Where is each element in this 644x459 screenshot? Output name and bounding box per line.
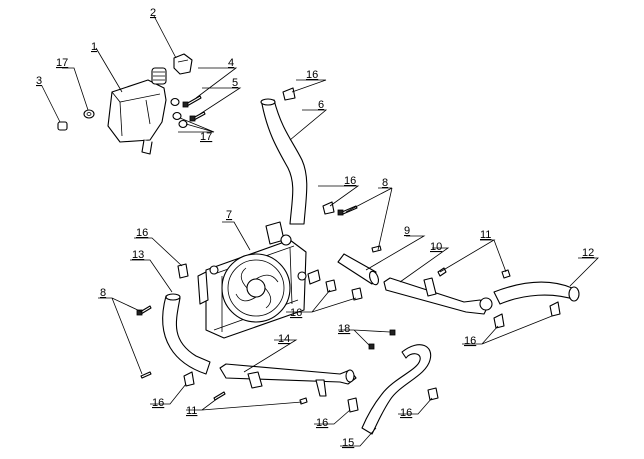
coolant-reservoir-part <box>107 67 167 155</box>
callout-14: 14 <box>278 333 290 345</box>
callout-8-lower: 8 <box>100 287 106 299</box>
callout-18: 18 <box>338 323 350 335</box>
callout-17-b: 17 <box>200 131 212 143</box>
callout-16-a: 16 <box>306 69 318 81</box>
short-hose-part-9 <box>337 253 380 286</box>
plug-part-3 <box>57 121 68 131</box>
callout-2: 2 <box>150 7 156 19</box>
hose-clamp-part-16 <box>177 87 561 413</box>
callout-16-h: 16 <box>400 407 412 419</box>
callout-5: 5 <box>232 77 238 89</box>
callout-16-e: 16 <box>464 335 476 347</box>
callout-1: 1 <box>91 41 97 53</box>
right-hose-part-12 <box>493 281 580 305</box>
radiator-fan-assembly-part <box>197 221 321 339</box>
callout-7: 7 <box>226 209 232 221</box>
washer-part-17 <box>83 97 188 129</box>
callout-16-g: 16 <box>316 417 328 429</box>
callout-12: 12 <box>582 247 594 259</box>
bolt-part-5 <box>189 111 206 122</box>
callout-11-upper: 11 <box>480 229 491 241</box>
upper-radiator-hose-part <box>260 98 308 225</box>
metal-pipe-part-10 <box>383 277 493 315</box>
bolt-part-4 <box>182 95 202 108</box>
callout-16-f: 16 <box>152 397 164 409</box>
callout-4: 4 <box>228 57 234 69</box>
callout-16-c: 16 <box>136 227 148 239</box>
reservoir-cap-part <box>173 53 193 75</box>
callout-6: 6 <box>318 99 324 111</box>
callout-15: 15 <box>342 437 354 449</box>
bottom-hose-part-15 <box>361 344 432 435</box>
callout-10: 10 <box>430 241 442 253</box>
bolt-part-18 <box>368 329 396 350</box>
left-hose-part-13 <box>162 293 211 375</box>
callout-16-b: 16 <box>344 175 356 187</box>
callout-17-a: 17 <box>56 57 68 69</box>
callout-11-lower: 11 <box>186 405 197 417</box>
leader-lines <box>41 15 599 447</box>
lower-pipe-part-14 <box>219 363 357 397</box>
bolt-part-11 <box>213 267 511 405</box>
callout-16-d: 16 <box>290 307 302 319</box>
callout-13: 13 <box>132 249 144 261</box>
callout-3: 3 <box>36 75 42 87</box>
callout-9: 9 <box>404 225 410 237</box>
callout-8-upper: 8 <box>382 177 388 189</box>
callout-labels: 1 2 3 4 5 6 7 8 8 9 10 11 11 12 13 14 15… <box>36 7 594 449</box>
